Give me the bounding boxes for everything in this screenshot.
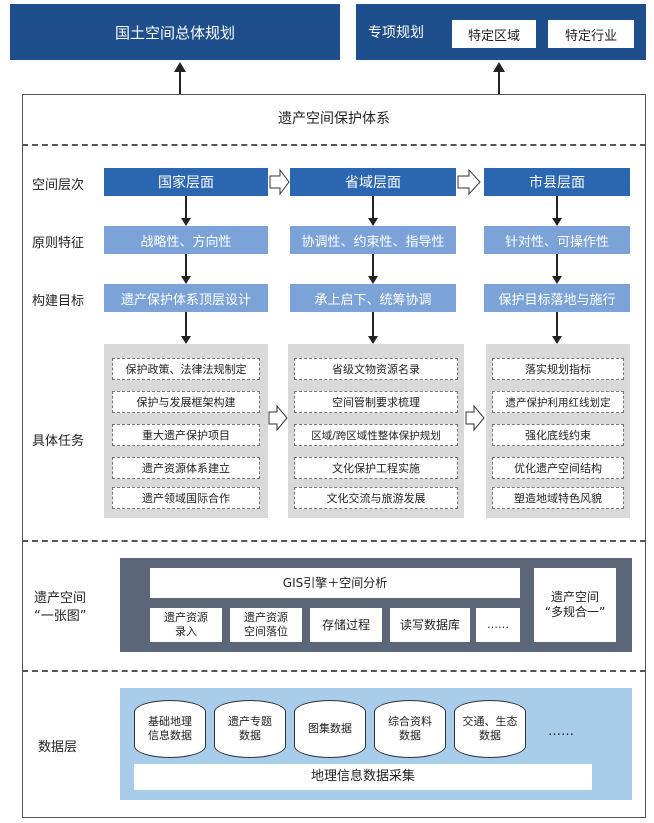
row-label-principle: 原则特征 [32, 236, 85, 251]
database-cylinder: 图集数据 [294, 700, 366, 758]
principle-municipal: 针对性、可操作性 [484, 226, 630, 254]
tasks-panel-provincial: 省级文物资源名录 空间管制要求梳理 区域/跨区域性整体保护规划 文化保护工程实施… [288, 344, 464, 518]
level-national: 国家层面 [104, 168, 268, 196]
task-item: 遗产保护利用红线划定 [492, 391, 624, 413]
arrow-down-icon [552, 196, 562, 226]
data-layer-label: 数据层 [38, 740, 78, 755]
data-ellipsis: …… [548, 724, 574, 739]
data-layer-panel: 基础地理信息数据 遗产专题数据 图集数据 综合资料数据 交通、生态数据 …… 地… [120, 688, 632, 800]
territorial-master-plan-box: 国土空间总体规划 [10, 4, 340, 60]
task-item: 区域/跨区域性整体保护规划 [294, 424, 458, 446]
task-item: 省级文物资源名录 [294, 358, 458, 380]
main-frame [22, 94, 646, 818]
database-cylinder: 基础地理信息数据 [134, 700, 206, 758]
arrow-down-icon [181, 254, 191, 284]
task-item: 保护与发展框架构建 [112, 391, 260, 413]
task-item: 落实规划指标 [492, 358, 624, 380]
arrow-up-icon [493, 62, 505, 95]
arrow-down-icon [368, 196, 378, 226]
principle-provincial: 协调性、约束性、指导性 [290, 226, 456, 254]
task-item: 重大遗产保护项目 [112, 424, 260, 446]
module-box: 遗产资源录入 [150, 608, 222, 642]
arrow-right-icon [465, 404, 485, 432]
task-item: 强化底线约束 [492, 424, 624, 446]
divider [22, 670, 646, 672]
database-cylinder: 综合资料数据 [374, 700, 446, 758]
task-item: 遗产领域国际合作 [112, 487, 260, 509]
flow-arrows [181, 168, 562, 432]
arrow-right-icon [269, 168, 290, 196]
arrow-down-icon [552, 312, 562, 344]
gis-engine-box: GIS引擎＋空间分析 [150, 568, 520, 598]
divider [22, 144, 646, 146]
one-map-label: 遗产空间 “一张图” [34, 591, 87, 625]
module-box: 读写数据库 [390, 608, 470, 642]
arrow-up-icon [174, 62, 186, 95]
task-item: 保护政策、法律法规制定 [112, 358, 260, 380]
task-item: 优化遗产空间结构 [492, 457, 624, 479]
task-item: 文化交流与旅游发展 [294, 487, 458, 509]
arrow-down-icon [368, 312, 378, 344]
row-label-tasks: 具体任务 [32, 434, 85, 449]
arrow-down-icon [181, 196, 191, 226]
tasks-panel-municipal: 落实规划指标 遗产保护利用红线划定 强化底线约束 优化遗产空间结构 塑造地域特色… [486, 344, 630, 518]
arrow-right-icon [268, 404, 288, 432]
task-item: 空间管制要求梳理 [294, 391, 458, 413]
special-plan-box: 专项规划 特定区域 特定行业 [356, 4, 646, 60]
module-box: …… [476, 608, 520, 642]
arrow-right-icon [457, 168, 481, 196]
goal-provincial: 承上启下、统筹协调 [290, 284, 456, 312]
specific-industry-tag: 特定行业 [548, 20, 634, 48]
territorial-master-plan-label: 国土空间总体规划 [114, 23, 235, 42]
arrow-down-icon [181, 312, 191, 344]
principle-national: 战略性、方向性 [104, 226, 268, 254]
one-map-panel: GIS引擎＋空间分析 遗产资源录入 遗产资源空间落位 存储过程 读写数据库 ……… [120, 558, 632, 652]
special-plan-label: 专项规划 [368, 25, 424, 41]
data-collection-bar: 地理信息数据采集 [134, 764, 592, 790]
task-item: 文化保护工程实施 [294, 457, 458, 479]
divider [22, 540, 646, 542]
task-item: 塑造地域特色风貌 [492, 487, 624, 509]
goal-national: 遗产保护体系顶层设计 [104, 284, 268, 312]
arrow-down-icon [552, 254, 562, 284]
database-cylinder: 遗产专题数据 [214, 700, 286, 758]
module-box: 存储过程 [310, 608, 382, 642]
goal-municipal: 保护目标落地与施行 [484, 284, 630, 312]
database-cylinder: 交通、生态数据 [454, 700, 526, 758]
system-title: 遗产空间保护体系 [278, 111, 390, 127]
level-municipal: 市县层面 [484, 168, 630, 196]
tasks-panel-national: 保护政策、法律法规制定 保护与发展框架构建 重大遗产保护项目 遗产资源体系建立 … [104, 344, 268, 518]
specific-region-tag: 特定区域 [452, 20, 536, 48]
row-label-goal: 构建目标 [32, 294, 85, 309]
arrow-down-icon [368, 254, 378, 284]
task-item: 遗产资源体系建立 [112, 457, 260, 479]
multi-plan-box: 遗产空间“多规合一” [534, 568, 616, 642]
row-label-level: 空间层次 [32, 178, 85, 193]
module-box: 遗产资源空间落位 [230, 608, 302, 642]
level-provincial: 省域层面 [290, 168, 456, 196]
top-arrows [174, 62, 505, 95]
